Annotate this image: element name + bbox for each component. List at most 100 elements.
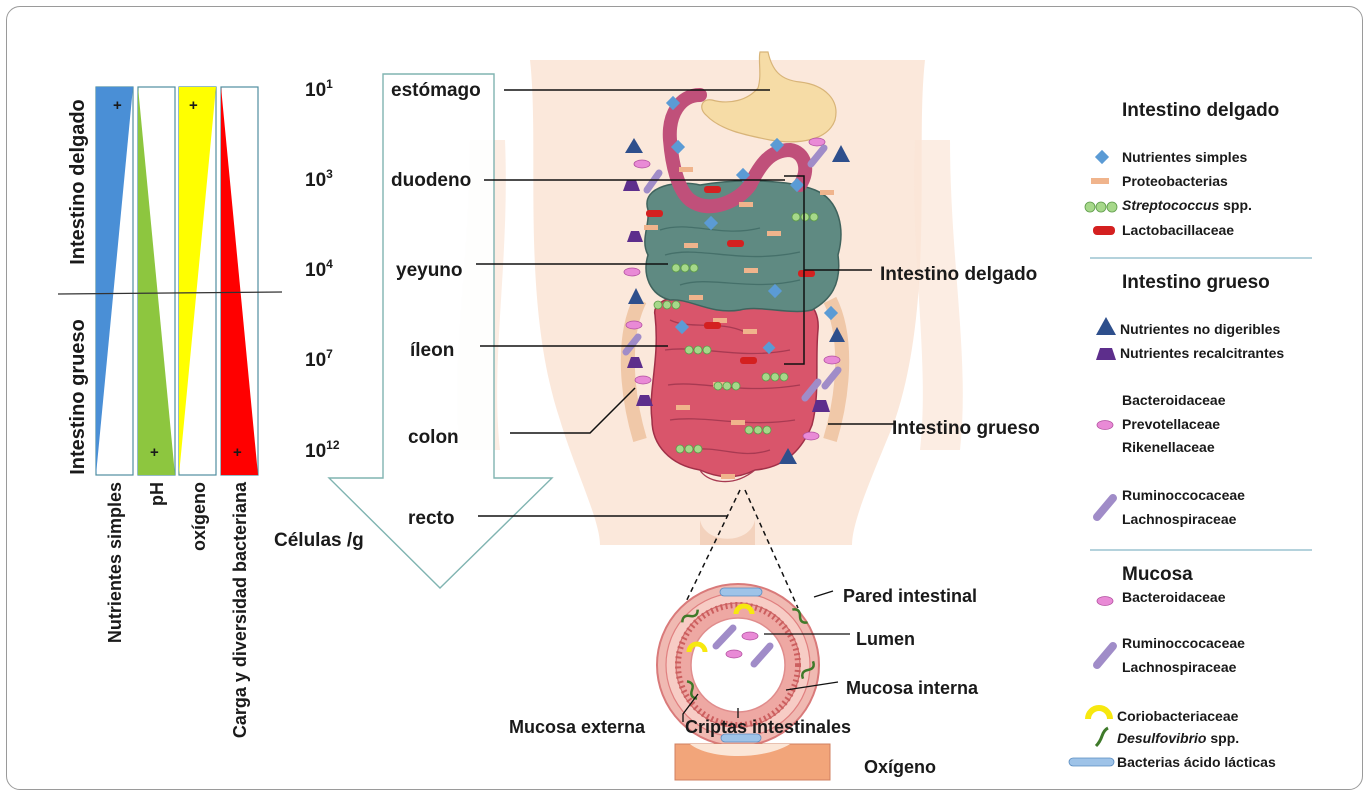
marker-lacto [704,186,721,193]
organ-colon: colon [408,427,459,448]
label-mucosa-interna: Mucosa interna [846,678,979,698]
marker-proteo [676,405,690,410]
plus-oxygen: + [189,97,198,114]
marker-proteo [739,202,753,207]
density-1: 101 [305,77,333,101]
label-mucosa-externa: Mucosa externa [509,717,646,737]
plus-ph: + [150,444,159,461]
legend: Intestino delgado Nutrientes simples Pro… [1069,100,1312,770]
legend-prevotellaceae: Prevotellaceae [1122,416,1220,432]
marker-proteo [820,190,834,195]
legend-mucosa-rod-icon [1097,646,1113,665]
legend-ellipse-icon [1097,421,1113,430]
legend-proteobacterias: Proteobacterias [1122,173,1228,189]
organ-ileon: íleon [410,340,454,361]
lactic-rod-top [720,588,762,596]
plus-bacteria: + [233,444,242,461]
marker-strep [676,445,684,453]
legend-ruminococcaceae: Ruminoccocaceae [1122,487,1245,503]
legend-mucosa-bacteroidaceae: Bacteroidaceae [1122,589,1226,605]
cross-section [657,584,830,780]
legend-proteo-icon [1091,178,1109,184]
label-pared-intestinal: Pared intestinal [843,586,977,606]
section-divider [58,292,282,294]
marker-proteo [744,268,758,273]
column-label-oxygen: oxígeno [189,482,209,551]
marker-proteo [684,243,698,248]
legend-desulfovibrio: Desulfovibrio spp. [1117,730,1239,746]
marker-ellipse [635,376,651,384]
marker-strep [654,301,662,309]
density-4: 104 [305,257,333,281]
marker-lacto [646,210,663,217]
legend-bacteroidaceae: Bacteroidaceae [1122,392,1226,408]
organ-recto: recto [408,508,454,529]
legend-nutrientes-recalcitrantes: Nutrientes recalcitrantes [1120,345,1284,361]
label-intestino-grueso: Intestino grueso [892,418,1040,439]
marker-proteo [689,295,703,300]
marker-ellipse [624,268,640,276]
organ-estomago: estómago [391,80,481,101]
label-intestino-delgado: Intestino delgado [880,264,1037,285]
legend-title-mucosa: Mucosa [1122,564,1193,585]
marker-ellipse [803,432,819,440]
legend-streptococcus: Streptococcus spp. [1122,197,1252,213]
wedge-bacteria [221,87,258,475]
legend-lacto-icon [1093,226,1115,235]
legend-lachnospiraceae: Lachnospiraceae [1122,511,1237,527]
label-lumen: Lumen [856,629,915,649]
label-oxigeno: Oxígeno [864,757,936,777]
legend-title-small: Intestino delgado [1122,100,1279,121]
legend-lactic-icon [1069,758,1114,766]
marker-ellipse [626,321,642,329]
marker-proteo [679,167,693,172]
legend-rod-icon [1097,498,1113,517]
marker-lacto [727,240,744,247]
marker-proteo [743,329,757,334]
legend-strep-icon [1085,202,1117,212]
section-label-large: Intestino grueso [67,319,89,475]
marker-strep [672,264,680,272]
marker-ellipse [824,356,840,364]
section-label-small: Intestino delgado [67,99,89,265]
density-3: 103 [305,167,333,191]
marker-proteo [644,225,658,230]
plus-nutrients: + [113,97,122,114]
marker-strep [792,213,800,221]
marker-strep [714,382,722,390]
legend-lactobacillaceae: Lactobacillaceae [1122,222,1234,238]
legend-mucosa-ruminococcaceae: Ruminoccocaceae [1122,635,1245,651]
marker-strep [685,346,693,354]
lumen-ellipse [742,632,758,640]
lumen-ellipse [726,650,742,658]
marker-lacto [740,357,757,364]
organ-yeyuno: yeyuno [396,260,463,281]
legend-acido-lacticas: Bacterias ácido lácticas [1117,754,1276,770]
legend-triangle-icon [1096,317,1116,335]
marker-lacto [704,322,721,329]
legend-trapezoid-icon [1096,348,1116,360]
marker-proteo [767,231,781,236]
legend-desulfo-icon [1096,728,1108,746]
legend-corio-icon [1088,708,1110,719]
legend-nutrientes-simples: Nutrientes simples [1122,149,1247,165]
gradient-panel: + + + + Intestino delgado Intestino grue… [58,87,282,738]
label-criptas: Criptas intestinales [685,717,851,737]
column-label-bacteria: Carga y diversidad bacteriana [230,481,250,738]
legend-rikenellaceae: Rikenellaceae [1122,439,1215,455]
column-label-nutrients: Nutrientes simples [105,482,125,643]
legend-mucosa-lachnospiraceae: Lachnospiraceae [1122,659,1237,675]
marker-strep [762,373,770,381]
wedge-nutrients [96,87,133,475]
marker-lacto [798,270,815,277]
legend-title-large: Intestino grueso [1122,272,1270,293]
column-label-ph: pH [147,482,167,506]
legend-nutrientes-no-digeribles: Nutrientes no digeribles [1120,321,1280,337]
density-12: 1012 [305,438,340,462]
density-7: 107 [305,347,333,371]
marker-proteo [721,474,735,479]
marker-ellipse [634,160,650,168]
marker-proteo [731,420,745,425]
density-unit-label: Células /g [274,530,364,551]
